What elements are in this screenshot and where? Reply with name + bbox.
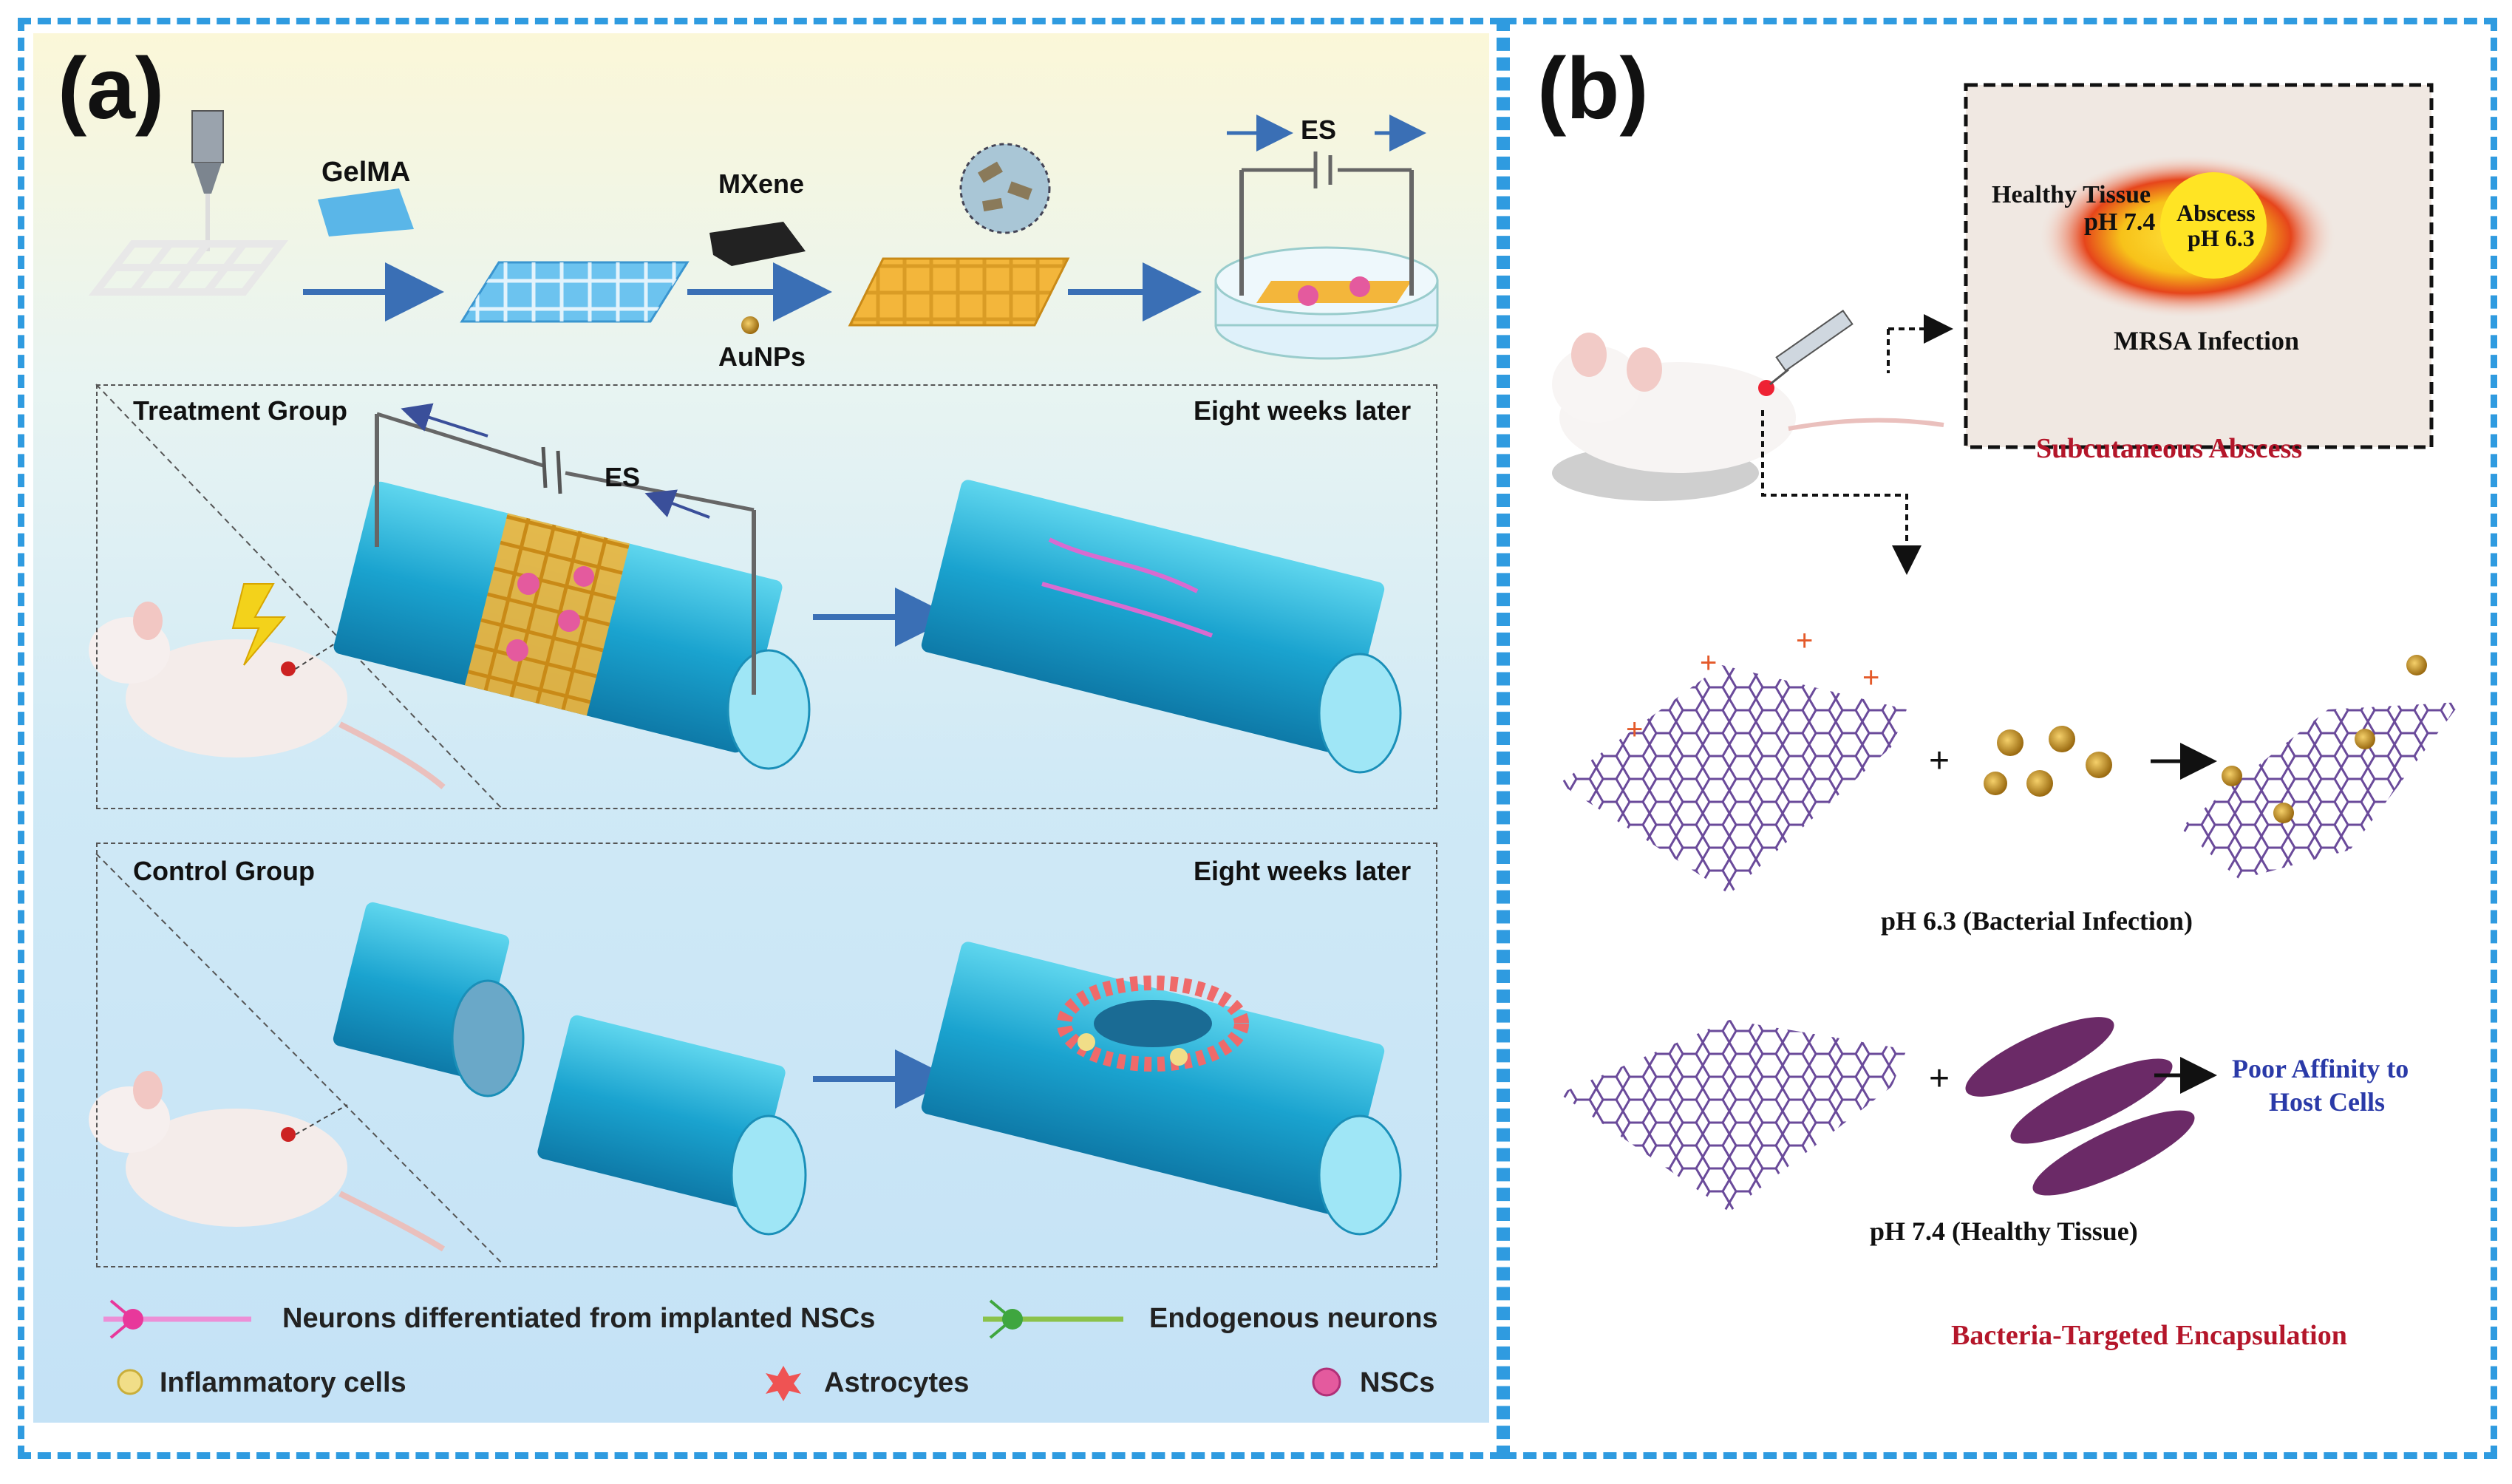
mxene-flake-icon — [709, 222, 806, 266]
printer-nozzle-icon — [191, 110, 224, 251]
legend-nscs-label: NSCs — [1360, 1367, 1435, 1398]
treatment-spinal-cord-after — [921, 480, 1402, 774]
panel-a-letter: (a) — [58, 40, 165, 137]
panel-a-frame — [18, 18, 1503, 1459]
printed-lattice-icon — [88, 240, 289, 296]
treatment-mouse-icon — [89, 583, 446, 790]
legend-astrocytes-label: Astrocytes — [824, 1367, 970, 1398]
gelma-label: GelMA — [321, 157, 411, 188]
control-group-box — [96, 843, 1437, 1267]
graphene-sheet-cationic: + + + + — [1559, 624, 1907, 894]
plus-sign-1: + — [1929, 741, 1950, 780]
encapsulation-title: Bacteria-Targeted Encapsulation — [1951, 1320, 2347, 1351]
legend-inflammatory-label: Inflammatory cells — [160, 1367, 406, 1398]
inset-ph74: pH 7.4 — [2084, 208, 2156, 236]
inset-healthy-tissue: Healthy Tissue — [1992, 181, 2151, 208]
control-mouse-icon — [89, 1071, 446, 1252]
svg-text:+: + — [1862, 661, 1879, 694]
gelma-sheet-icon — [318, 188, 414, 236]
treatment-group-title: Treatment Group — [133, 395, 348, 426]
svg-text:+: + — [1700, 647, 1717, 679]
graphene-encapsulated — [2180, 655, 2461, 879]
legend-inflammatory-icon — [117, 1369, 143, 1395]
control-spinal-cord-before — [333, 902, 807, 1236]
mouse-syringe-image — [1552, 310, 1944, 501]
es-label-treatment: ES — [605, 462, 641, 492]
control-group-title: Control Group — [133, 856, 315, 886]
ph74-caption: pH 7.4 (Healthy Tissue) — [1870, 1216, 2138, 1246]
control-eight-weeks-label: Eight weeks later — [1194, 856, 1412, 886]
gelma-scaffold-icon — [460, 261, 690, 323]
legend-neuron-nsc-icon — [103, 1299, 251, 1339]
legend-astrocyte-icon — [766, 1366, 801, 1401]
legend-neurons-nsc-label: Neurons differentiated from implanted NS… — [282, 1303, 876, 1334]
down-connector — [1761, 410, 1922, 575]
abscess-inset-image — [1964, 83, 2434, 449]
poor-affinity-line2: Host Cells — [2269, 1087, 2385, 1117]
inset-mrsa-label: MRSA Infection — [2114, 326, 2299, 355]
panel-b-letter: (b) — [1537, 40, 1649, 137]
inset-ph63: pH 6.3 — [2188, 225, 2255, 251]
mxene-aunp-scaffold-icon — [848, 143, 1070, 327]
poor-affinity-line1: Poor Affinity to — [2232, 1054, 2409, 1083]
plus-sign-2: + — [1929, 1059, 1950, 1098]
host-cells-image — [1965, 1017, 2195, 1196]
treatment-spinal-cord-before — [333, 403, 811, 770]
legend-nsc-icon — [1312, 1367, 1341, 1397]
subcutaneous-abscess-title: Subcutaneous Abscess — [2036, 433, 2303, 464]
graphene-sheet-neutral — [1559, 1020, 1907, 1212]
mxene-label: MXene — [718, 169, 805, 199]
legend-endogenous-neuron-icon — [983, 1299, 1123, 1339]
panel-b-frame — [1503, 18, 2497, 1459]
es-dish-icon — [1214, 115, 1439, 360]
svg-text:+: + — [1626, 713, 1643, 746]
legend-endogenous-label: Endogenous neurons — [1149, 1303, 1438, 1334]
svg-text:+: + — [1796, 624, 1813, 657]
treatment-eight-weeks-label: Eight weeks later — [1194, 395, 1412, 426]
es-label-top: ES — [1301, 115, 1337, 145]
inset-abscess: Abscess — [2176, 200, 2256, 226]
treatment-group-box — [96, 384, 1437, 809]
aunp-icon — [741, 316, 759, 334]
control-spinal-cord-after — [921, 942, 1402, 1236]
bacteria-gold-particles — [1984, 726, 2112, 797]
ph63-caption: pH 6.3 (Bacterial Infection) — [1881, 906, 2193, 936]
aunps-label: AuNPs — [718, 341, 806, 372]
